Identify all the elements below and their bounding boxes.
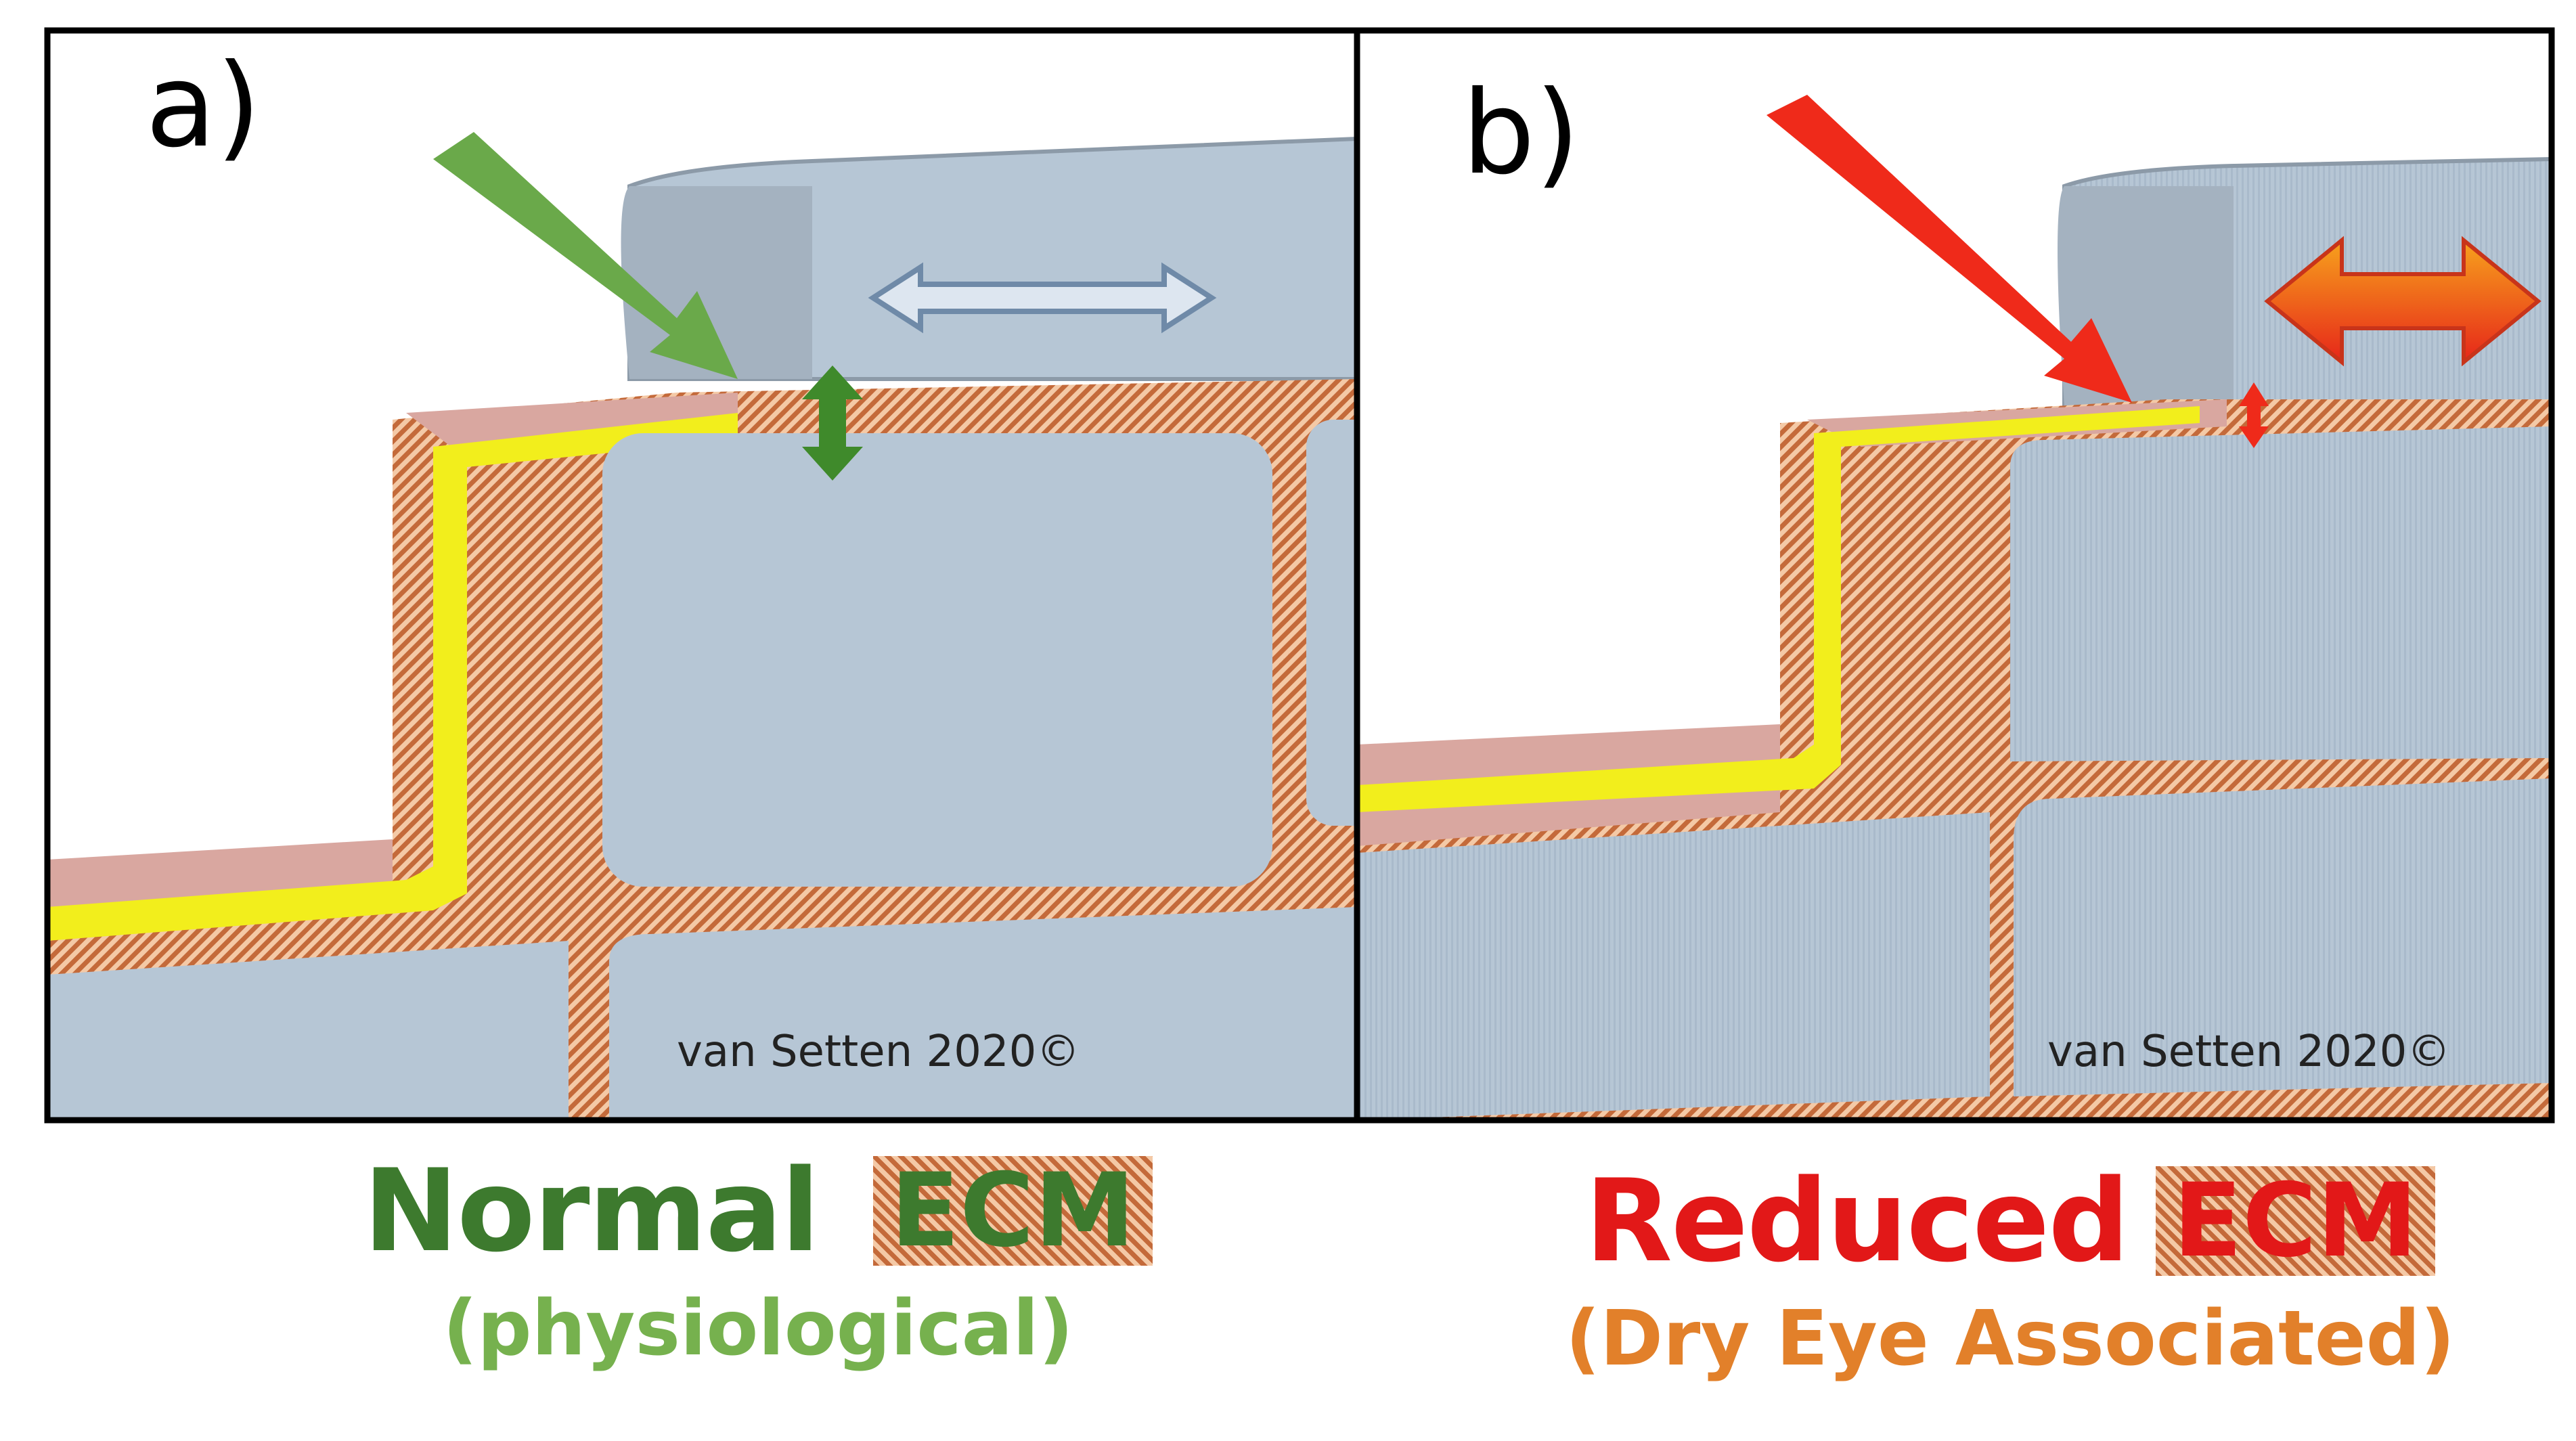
cell xyxy=(2014,778,2552,1096)
panel-a-label: a) xyxy=(146,39,261,173)
cell xyxy=(47,941,569,1120)
orange-double-arrow xyxy=(2264,236,2541,367)
blue-double-arrow xyxy=(868,262,1217,334)
cell xyxy=(1306,420,1357,826)
panel-b-border xyxy=(1354,27,2555,1124)
panel-a-copyright: van Setten 2020© xyxy=(677,1027,1080,1077)
panel-a-normal: a) van Setten 2020© xyxy=(47,30,1357,1120)
panel-b-copyright: van Setten 2020© xyxy=(2047,1027,2450,1077)
green-double-arrow xyxy=(802,365,863,481)
caption-normal-title: Normal xyxy=(363,1145,820,1277)
red-double-arrow xyxy=(2239,382,2269,448)
cell xyxy=(609,907,1357,1120)
caption-reduced-ecm-badge: ECM xyxy=(2155,1166,2436,1276)
green-pointer-arrow xyxy=(433,132,738,379)
panel-b-reduced: b) van Setten 2020© xyxy=(1357,30,2552,1120)
caption-normal-ecm-badge: ECM xyxy=(872,1156,1153,1266)
caption-normal: Normal ECM (physiological) xyxy=(318,1154,1198,1367)
panel-b-label: b) xyxy=(1462,66,1580,200)
red-pointer-arrow xyxy=(1767,95,2132,403)
cell xyxy=(1357,812,1990,1120)
caption-reduced: Reduced ECM (Dry Eye Associated) xyxy=(1536,1164,2484,1377)
caption-reduced-subtitle: (Dry Eye Associated) xyxy=(1565,1295,2456,1383)
caption-normal-subtitle: (physiological) xyxy=(443,1285,1073,1373)
cell xyxy=(602,433,1272,887)
cell xyxy=(2010,426,2552,761)
caption-reduced-title: Reduced xyxy=(1584,1155,2130,1287)
